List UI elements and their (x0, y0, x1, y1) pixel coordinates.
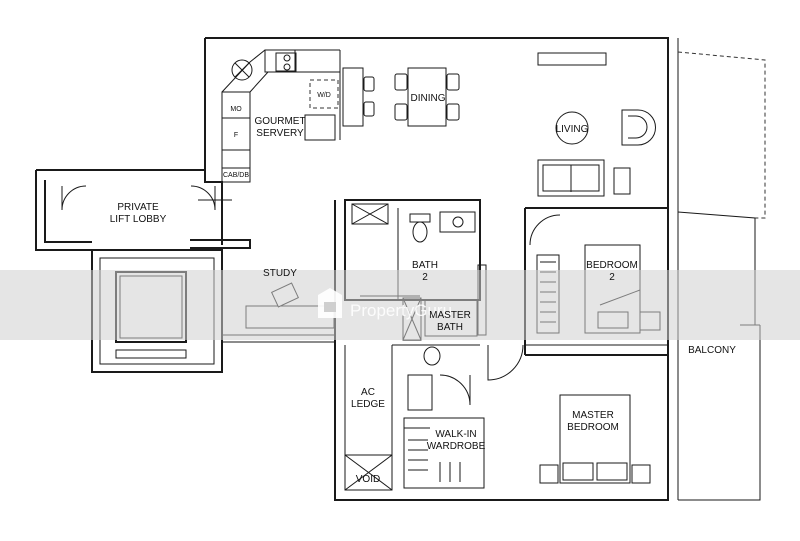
room-ac-ledge-line2: LEDGE (351, 399, 385, 410)
room-living: LIVING (556, 124, 589, 135)
label-cab-db: CAB/DB (223, 172, 249, 179)
ac-ledge-void (344, 345, 393, 491)
propertyguru-logo-icon (318, 288, 342, 318)
room-master-bedroom-line1: MASTER (572, 410, 614, 421)
room-gourmet-servery-line2: SERVERY (256, 128, 304, 139)
room-study: STUDY (263, 268, 297, 279)
room-void: VOID (356, 474, 380, 485)
room-walk-in-wardrobe-line1: WALK-IN (435, 429, 476, 440)
living-furniture (525, 52, 668, 209)
room-dining: DINING (411, 93, 446, 104)
room-walk-in-wardrobe-line2: WARDROBE (427, 441, 486, 452)
room-bedroom2-line2: 2 (609, 272, 615, 283)
dining-set (342, 67, 460, 127)
label-wd: W/D (317, 92, 331, 99)
label-f: F (234, 132, 238, 139)
balcony (677, 38, 766, 501)
outer-walls (35, 37, 669, 501)
propertyguru-watermark: PropertyGuru (0, 270, 800, 340)
room-bath2-line2: 2 (422, 272, 428, 283)
room-ac-ledge-line1: AC (361, 387, 375, 398)
label-mo: MO (230, 106, 242, 113)
room-lift-lobby-line1: PRIVATE (117, 202, 159, 213)
room-master-bath-line2: BATH (437, 322, 463, 333)
lobby-doors (61, 185, 232, 211)
walk-in-wardrobe (403, 344, 524, 489)
kitchen (221, 49, 341, 183)
watermark-brand: PropertyGuru (350, 301, 452, 320)
room-master-bedroom-line2: BEDROOM (567, 422, 619, 433)
master-bedroom-furniture (539, 394, 651, 484)
room-bedroom2-line1: BEDROOM (586, 260, 638, 271)
room-master-bath-line1: MASTER (429, 310, 471, 321)
room-bath2-line1: BATH (412, 260, 438, 271)
room-balcony: BALCONY (688, 345, 736, 356)
room-lift-lobby-line2: LIFT LOBBY (110, 214, 167, 225)
room-gourmet-servery-line1: GOURMET (254, 116, 305, 127)
